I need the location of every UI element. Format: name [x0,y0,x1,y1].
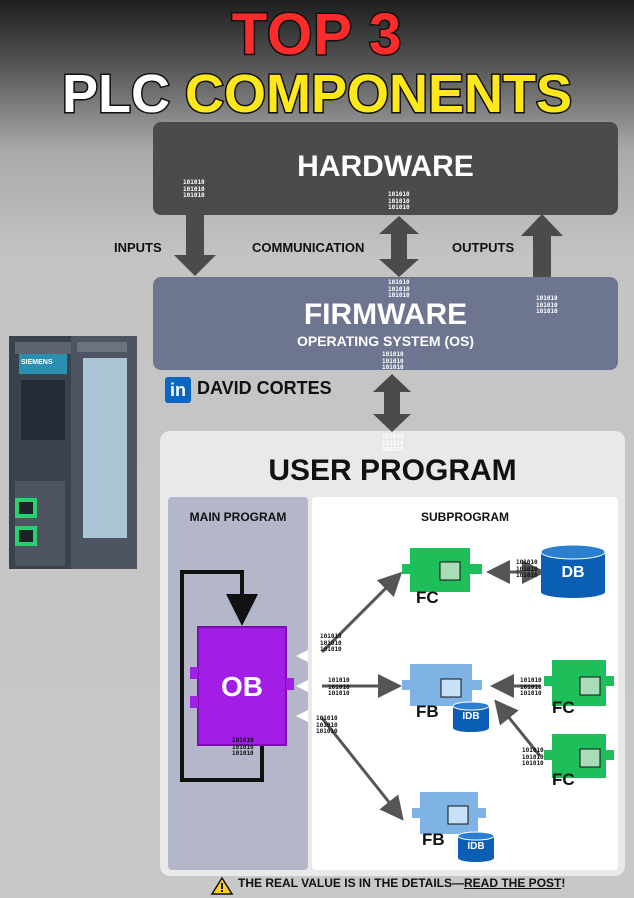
ob-loop-arrow [180,570,264,782]
firmware-user-arrow [373,374,411,432]
hardware-label: HARDWARE [297,150,474,183]
output-triangle-3 [296,710,308,722]
binary-firmware-top: 101010 101010 101010 [388,279,410,299]
footer-main: THE REAL VALUE IS IN THE DETAILS— [238,876,465,890]
plc-brand: SIEMENS [21,359,53,366]
warning-icon [210,876,234,895]
fc-right-label-2: FC [552,770,575,789]
idb-cylinder-bottom [457,831,495,862]
title-plc: PLC [60,63,185,126]
plc-device-image: SIEMENS [9,336,137,569]
arrow-fc2-fb [494,699,542,757]
firmware-box [153,277,618,370]
title-line-1: TOP 3 [230,2,403,67]
user-program-title: USER PROGRAM [268,454,517,487]
binary-firmware-bottom: 101010 101010 101010 [382,351,404,371]
db-cylinder [540,544,606,598]
outputs-arrow [521,214,563,277]
main-program-label: MAIN PROGRAM [189,510,287,524]
idb-cylinder-middle [452,701,490,732]
footer-end: ! [561,876,566,890]
output-triangle-1 [296,650,308,662]
fc-right-label-1: FC [552,698,575,717]
read-the-post-link[interactable]: READ THE POST [464,876,562,890]
idb-bottom-label: IDB [467,841,485,852]
linkedin-icon[interactable]: in [165,377,191,403]
binary-ob-bottom: 101010 101010 101010 [232,737,254,757]
outputs-label: OUTPUTS [452,240,515,255]
binary-fc2: 101010 101010 101010 [522,747,544,767]
ob-block [197,626,287,746]
title-components: COMPONENTS [183,63,573,126]
idb-middle-label: IDB [462,711,480,722]
firmware-sublabel: OPERATING SYSTEM (OS) [296,333,475,349]
arrow-ob-fc [320,571,403,654]
binary-user-program-top: 101010 101010 101010 [382,433,404,453]
firmware-label: FIRMWARE [303,298,468,331]
communication-arrow [379,216,419,277]
binary-firmware-right: 101010 101010 101010 [536,295,558,315]
binary-db: 101010 101010 101010 [516,559,538,579]
fb-bottom-label: FB [422,830,445,849]
fc-top-label: FC [416,588,439,607]
inputs-label: INPUTS [114,240,162,255]
arrow-ob-fb2 [320,717,404,821]
ob-label: OB [221,671,263,702]
plc-device-drawing [9,336,137,569]
hardware-box [153,122,618,215]
author-name[interactable]: DAVID CORTES [197,378,332,398]
output-triangle-2 [296,680,308,692]
binary-ob-fb2: 101010 101010 101010 [316,715,338,735]
title-line-2: PLC COMPONENTS [0,63,634,126]
fb-middle-label: FB [416,702,439,721]
subprogram-label: SUBPROGRAM [420,510,509,524]
footer-text: THE REAL VALUE IS IN THE DETAILS—READ TH… [212,876,632,890]
inputs-arrow [174,215,216,276]
binary-hardware-left: 101010 101010 101010 [183,179,205,199]
binary-ob-fc: 101010 101010 101010 [320,633,342,653]
binary-fc1: 101010 101010 101010 [520,677,542,697]
binary-hardware-center: 101010 101010 101010 [388,191,410,211]
db-label: DB [561,564,585,581]
binary-ob-fb: 101010 101010 101010 [328,677,350,697]
communication-label: COMMUNICATION [252,240,365,255]
